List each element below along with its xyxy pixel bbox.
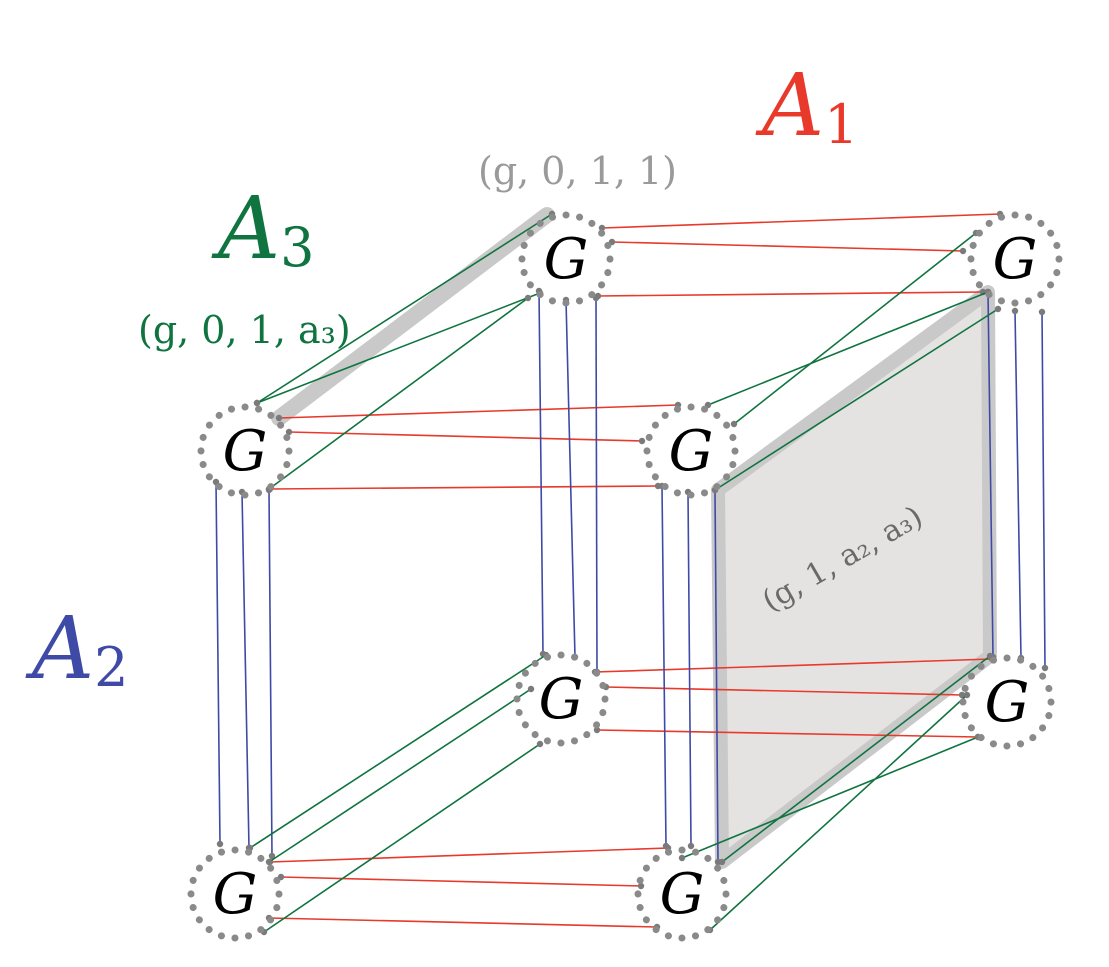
blue-edge-5-end-dot <box>268 852 276 860</box>
node-label: G <box>985 670 1030 735</box>
node-label: G <box>544 227 589 292</box>
node-group: G G G G G G G G <box>187 211 1063 942</box>
red-edge-0-start-dot <box>598 224 606 232</box>
node-top-back-left: G <box>518 211 614 307</box>
node-bottom-back-left: G <box>513 651 609 747</box>
blue-edge-7 <box>687 491 692 847</box>
green-edge-2 <box>268 297 529 490</box>
red-edge-4-end-dot <box>638 437 646 445</box>
node-bottom-front-left: G <box>187 846 283 942</box>
blue-edge-7-end-dot <box>687 842 695 850</box>
blue-edge-0 <box>538 290 544 655</box>
blue-edge-6 <box>661 485 667 847</box>
red-edge-6 <box>594 658 993 673</box>
green-edge-1-end-dot <box>253 399 261 407</box>
node-label: G <box>223 419 268 484</box>
node-label: G <box>213 862 258 927</box>
node-ring <box>634 846 730 942</box>
blue-edge-3 <box>215 481 221 845</box>
red-edge-1-end-dot <box>959 247 967 255</box>
node-ring <box>967 211 1063 307</box>
blue-edge-5 <box>268 489 273 857</box>
red-edge-4-start-dot <box>285 428 293 436</box>
blue-edge-10-start-dot <box>1011 307 1019 315</box>
green-edge-5 <box>714 308 999 491</box>
blue-edge-2 <box>595 297 598 673</box>
red-edge-8 <box>596 729 979 738</box>
green-edge-8 <box>263 743 541 933</box>
blue-edge-11 <box>1041 311 1046 669</box>
red-edge-10-end-dot <box>637 882 645 890</box>
red-edge-7-end-dot <box>958 691 966 699</box>
node-bottom-back-right: G <box>959 654 1055 750</box>
blue-edge-8 <box>714 489 719 863</box>
red-edge-2 <box>597 291 984 297</box>
blue-edge-6-end-dot <box>662 842 670 850</box>
green-edge-3 <box>733 232 977 425</box>
blue-edge-10 <box>1014 310 1022 659</box>
highlighted-edge <box>271 207 555 426</box>
green-edge-0 <box>256 213 553 404</box>
red-edge-11 <box>268 917 658 928</box>
node-ring <box>643 403 739 499</box>
shaded-face <box>711 285 997 869</box>
edge-group <box>212 210 1049 936</box>
green-edge-2-start-dot <box>524 294 532 302</box>
node-label: G <box>660 862 705 927</box>
node-top-back-right: G <box>967 211 1063 307</box>
blue-edge-3-end-dot <box>216 840 224 848</box>
green-edge-1 <box>256 292 541 404</box>
node-ring <box>197 403 293 499</box>
red-edge-0 <box>601 213 1001 229</box>
blue-edge-4 <box>241 491 250 849</box>
green-edge-9-end-dot <box>718 858 726 866</box>
node-label: G <box>669 419 714 484</box>
node-label: G <box>993 227 1038 292</box>
node-label: G <box>539 667 584 732</box>
green-edge-8-start-dot <box>536 740 544 748</box>
green-edge-10-start-dot <box>963 691 971 699</box>
node-ring <box>959 654 1055 750</box>
green-edge-4 <box>707 291 989 406</box>
red-edge-7 <box>605 686 963 696</box>
node-ring <box>518 211 614 307</box>
red-edge-3 <box>278 404 679 419</box>
coord-top-back: (g, 0, 1, 1) <box>478 149 677 193</box>
red-edge-4 <box>288 431 643 442</box>
green-edge-11 <box>681 736 979 859</box>
green-edge-7-end-dot <box>265 858 273 866</box>
green-edge-11-end-dot <box>678 854 686 862</box>
axis-label-a2: A2 <box>25 599 128 699</box>
red-edge-1 <box>611 241 964 252</box>
node-top-front-left: G <box>197 403 293 499</box>
green-edge-7-start-dot <box>527 685 535 693</box>
red-edge-9 <box>269 847 669 863</box>
green-edge-5-start-dot <box>994 305 1002 313</box>
node-bottom-front-right: G <box>634 846 730 942</box>
red-edge-5 <box>269 485 659 490</box>
blue-edge-1 <box>565 299 576 658</box>
node-ring <box>187 846 283 942</box>
red-edge-3-start-dot <box>275 414 283 422</box>
axis-label-a1: A1 <box>755 56 858 156</box>
blue-edge-11-start-dot <box>1038 308 1046 316</box>
green-edge-9 <box>721 655 991 863</box>
blue-edge-11-end-dot <box>1041 664 1049 672</box>
red-edge-10 <box>280 876 642 887</box>
green-edge-3-end-dot <box>730 420 738 428</box>
green-edge-10 <box>709 694 968 931</box>
green-edge-7 <box>268 688 532 863</box>
coord-top-front: (g, 0, 1, a₃) <box>138 308 351 352</box>
red-edge-8-start-dot <box>593 726 601 734</box>
node-top-front-right: G <box>643 403 739 499</box>
blue-edge-9 <box>987 291 994 658</box>
green-edge-6 <box>249 654 547 849</box>
axis-label-a3: A3 <box>211 179 314 279</box>
node-ring <box>513 651 609 747</box>
